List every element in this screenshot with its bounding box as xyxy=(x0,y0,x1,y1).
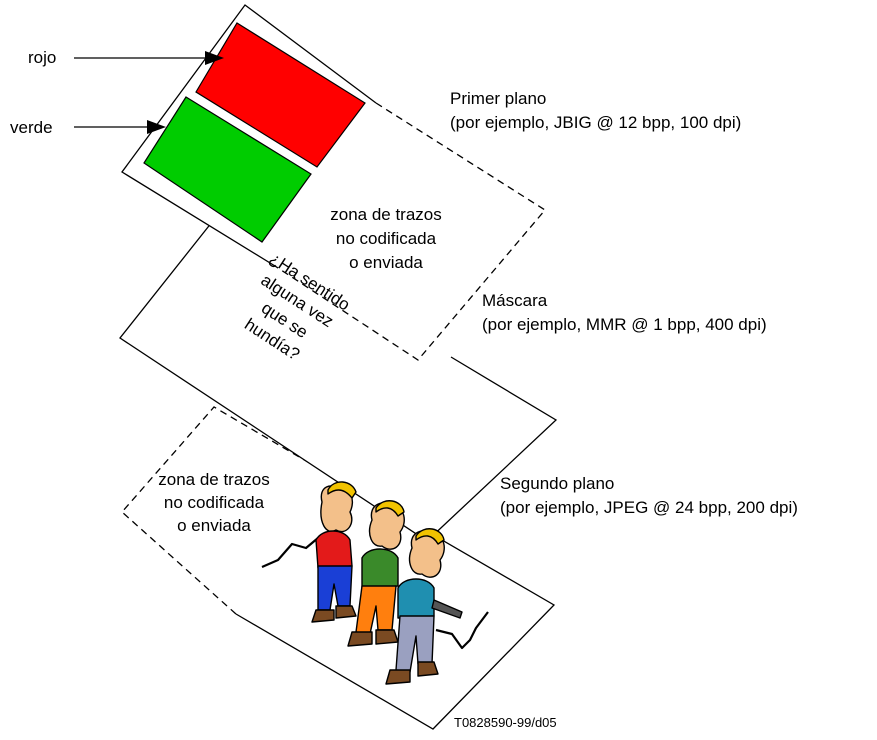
layer-detail-background: (por ejemplo, JPEG @ 24 bpp, 200 dpi) xyxy=(500,498,798,517)
red-region xyxy=(195,22,366,168)
background-layer-dashed-edge xyxy=(121,406,331,615)
uncoded-zone-top-line2: no codificada xyxy=(336,229,437,248)
figure-red xyxy=(311,481,357,623)
green-region xyxy=(143,96,312,243)
foreground-layer-solid-edge xyxy=(121,4,377,267)
layer-name-foreground: Primer plano xyxy=(450,89,546,108)
layer-label-mask: Máscara (por ejemplo, MMR @ 1 bpp, 400 d… xyxy=(482,291,767,334)
uncoded-zone-top: zona de trazos no codificada o enviada xyxy=(330,205,442,272)
crack-left xyxy=(261,537,319,569)
uncoded-zone-bottom: zona de trazos no codificada o enviada xyxy=(158,470,270,535)
color-pointers: rojo verde xyxy=(10,48,224,137)
crack-right xyxy=(435,611,489,650)
arrow-verde-head xyxy=(147,120,166,134)
layer-detail-mask: (por ejemplo, MMR @ 1 bpp, 400 dpi) xyxy=(482,315,767,334)
foreground-layer-dashed-edge xyxy=(274,102,546,361)
foreground-layer xyxy=(121,4,546,361)
layer-label-background: Segundo plano (por ejemplo, JPEG @ 24 bp… xyxy=(500,474,798,517)
cartoon-figures xyxy=(261,481,489,685)
arrow-rojo-head xyxy=(205,51,224,65)
layer-name-mask: Máscara xyxy=(482,291,548,310)
figure-green xyxy=(347,500,405,647)
layer-label-foreground: Primer plano (por ejemplo, JBIG @ 12 bpp… xyxy=(450,89,741,132)
uncoded-zone-bottom-line2: no codificada xyxy=(164,493,265,512)
figure-id: T0828590-99/d05 xyxy=(454,715,557,730)
layer-detail-foreground: (por ejemplo, JBIG @ 12 bpp, 100 dpi) xyxy=(450,113,741,132)
layer-name-background: Segundo plano xyxy=(500,474,614,493)
uncoded-zone-bottom-line1: zona de trazos xyxy=(158,470,270,489)
uncoded-zone-top-line1: zona de trazos xyxy=(330,205,442,224)
figure-blue xyxy=(385,528,463,685)
label-verde: verde xyxy=(10,118,53,137)
label-rojo: rojo xyxy=(28,48,56,67)
uncoded-zone-bottom-line3: o enviada xyxy=(177,516,251,535)
mask-layer-fill xyxy=(120,217,556,541)
uncoded-zone-top-line3: o enviada xyxy=(349,253,423,272)
